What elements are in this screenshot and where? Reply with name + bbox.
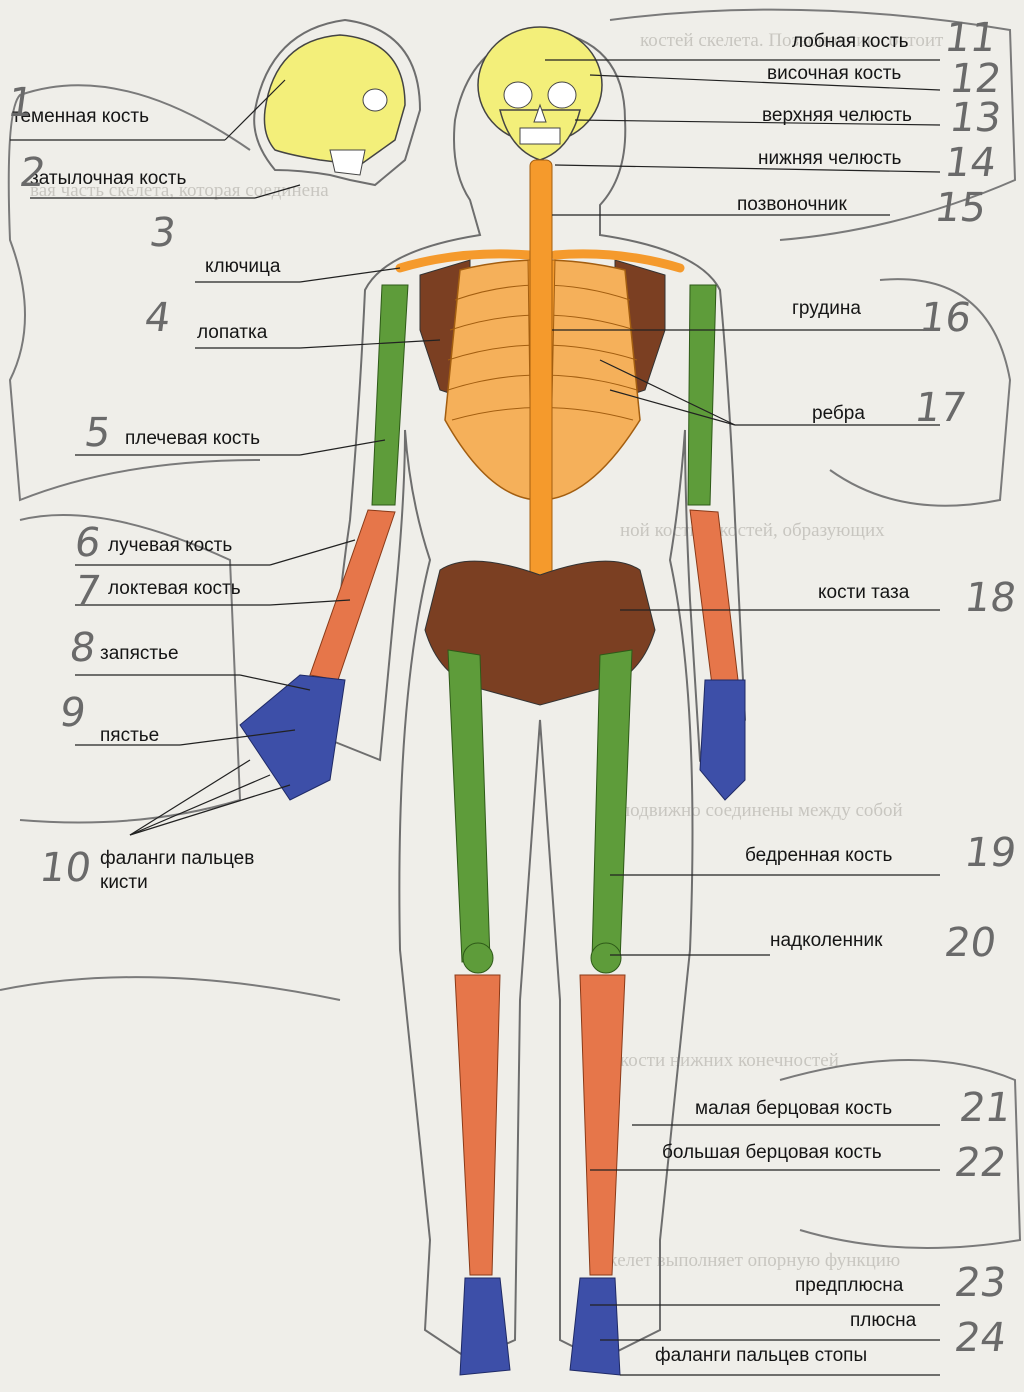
right-humerus: [688, 285, 716, 505]
left-shin: [455, 975, 500, 1275]
right-forearm: [690, 510, 738, 685]
right-foot: [570, 1278, 620, 1375]
profile-skull: [264, 35, 405, 175]
label-tarsus: предплюсна: [795, 1275, 903, 1297]
label-finger-phalanges-line2: кисти: [100, 872, 148, 894]
label-scapula: лопатка: [197, 322, 267, 344]
handwritten-number: 20: [942, 920, 999, 966]
label-femur: бедренная кость: [745, 845, 892, 867]
label-mandible: нижняя челюсть: [758, 148, 901, 170]
label-ulna: локтевая кость: [108, 578, 241, 600]
right-shin: [580, 975, 625, 1275]
hand-drawn-frame: [0, 977, 340, 1000]
label-occipital-bone: затылочная кость: [30, 168, 186, 190]
handwritten-number: 18: [962, 575, 1019, 621]
label-temporal-bone: височная кость: [767, 63, 901, 85]
spine: [530, 160, 552, 580]
label-frontal-bone: лобная кость: [792, 31, 909, 53]
label-pelvis: кости таза: [818, 582, 909, 604]
label-metatarsus: плюсна: [850, 1310, 916, 1332]
left-femur: [448, 650, 490, 962]
handwritten-number: 19: [962, 830, 1019, 876]
label-spine: позвоночник: [737, 194, 847, 216]
left-patella: [463, 943, 493, 973]
right-femur: [592, 650, 632, 962]
handwritten-number: 17: [912, 385, 969, 431]
label-patella: надколенник: [770, 930, 882, 952]
label-maxilla: верхняя челюсть: [762, 105, 912, 127]
handwritten-number: 10: [37, 845, 94, 891]
handwritten-number: 21: [957, 1085, 1014, 1131]
handwritten-number: 11: [942, 15, 999, 61]
label-tibia: большая берцовая кость: [662, 1142, 882, 1164]
label-wrist: запястье: [100, 643, 179, 665]
left-forearm: [310, 510, 395, 680]
handwritten-number: 23: [952, 1260, 1009, 1306]
left-foot: [460, 1278, 510, 1375]
right-patella: [591, 943, 621, 973]
hand-drawn-frame: [20, 515, 240, 823]
label-metacarpus: пястье: [100, 725, 159, 747]
front-skull: [478, 27, 602, 160]
handwritten-number: 16: [917, 295, 974, 341]
label-finger-phalanges-line1: фаланги пальцев: [100, 848, 254, 870]
handwritten-number: 14: [942, 140, 999, 186]
label-sternum: грудина: [792, 298, 861, 320]
label-ribs: ребра: [812, 403, 865, 425]
left-humerus: [372, 285, 408, 505]
label-humerus: плечевая кость: [125, 428, 260, 450]
handwritten-number: 13: [947, 95, 1004, 141]
handwritten-number: 22: [952, 1140, 1009, 1186]
label-toe-phalanges: фаланги пальцев стопы: [655, 1345, 867, 1367]
label-fibula: малая берцовая кость: [695, 1098, 892, 1120]
handwritten-number: 15: [932, 185, 989, 231]
handwritten-number: 24: [952, 1315, 1009, 1361]
right-hand: [700, 680, 745, 800]
label-clavicle: ключица: [205, 256, 280, 278]
label-radius: лучевая кость: [108, 535, 232, 557]
